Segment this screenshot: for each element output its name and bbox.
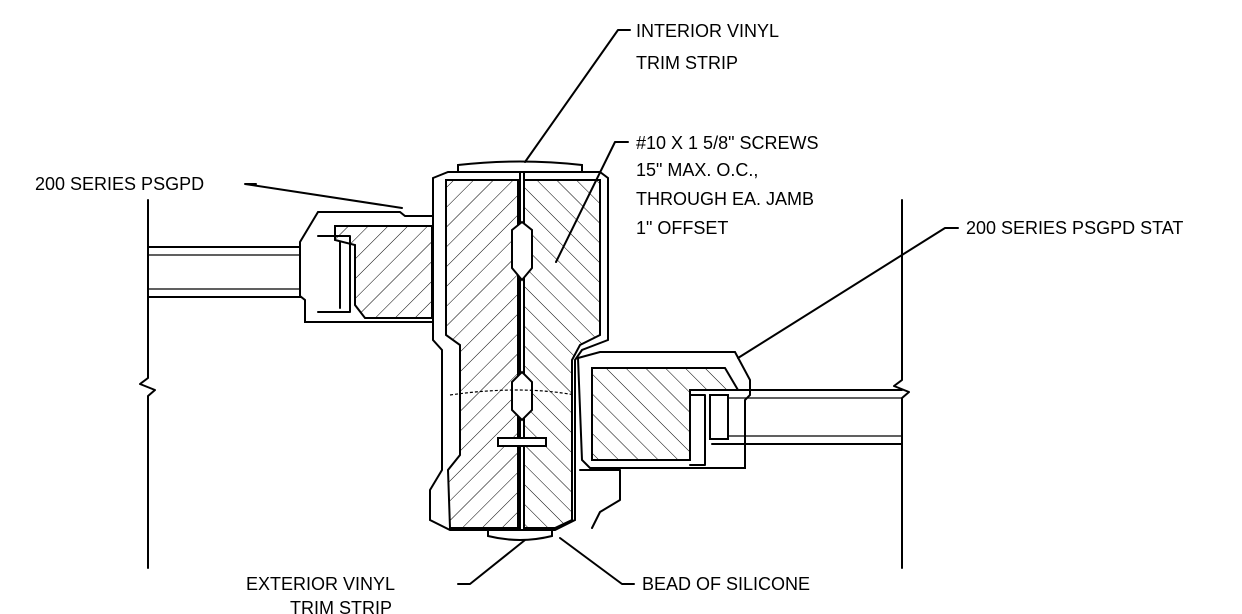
- label-interior-trim-line2: TRIM STRIP: [636, 53, 738, 73]
- right-glass-panel: [709, 389, 903, 445]
- label-exterior-trim-line2: TRIM STRIP: [290, 598, 392, 614]
- label-screws-line3: THROUGH EA. JAMB: [636, 189, 814, 209]
- label-bead-of-silicone: BEAD OF SILICONE: [642, 574, 810, 594]
- leader-lines: [244, 29, 959, 585]
- label-psgpd: 200 SERIES PSGPD: [35, 174, 204, 194]
- center-jamb: [429, 160, 609, 541]
- label-exterior-vinyl-trim: EXTERIOR VINYL TRIM STRIP: [246, 574, 395, 614]
- label-screws-line2: 15" MAX. O.C.,: [636, 160, 758, 180]
- left-break-line: [139, 199, 156, 569]
- label-screws-line1: #10 X 1 5/8" SCREWS: [636, 133, 818, 153]
- label-interior-vinyl-trim: INTERIOR VINYL TRIM STRIP: [636, 21, 779, 73]
- label-interior-trim-line1: INTERIOR VINYL: [636, 21, 779, 41]
- label-psgpd-stat: 200 SERIES PSGPD STAT: [966, 218, 1183, 238]
- label-screws-line4: 1" OFFSET: [636, 218, 728, 238]
- label-screws: #10 X 1 5/8" SCREWS 15" MAX. O.C., THROU…: [636, 133, 818, 238]
- label-exterior-trim-line1: EXTERIOR VINYL: [246, 574, 395, 594]
